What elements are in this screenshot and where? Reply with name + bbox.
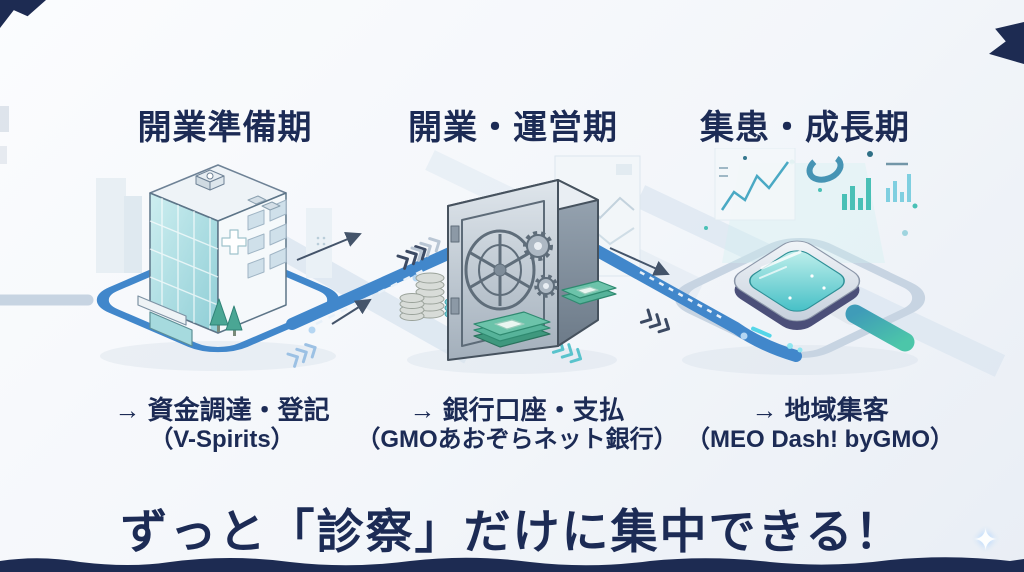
clinic-building-illustration	[137, 164, 287, 347]
journey-illustration	[0, 148, 1006, 377]
magnifier-icon	[733, 240, 915, 353]
background-ribbons	[224, 150, 1006, 377]
top-left-corner-decoration	[0, 0, 46, 28]
top-right-corner-decoration	[989, 22, 1024, 64]
magnifier-analytics-illustration	[704, 148, 918, 353]
stage-caption-preparation: → 資金調達・登記 （V-Spirits）	[62, 394, 382, 454]
bottom-wave-decoration	[0, 557, 1024, 572]
caption-brand: （MEO Dash! byGMO）	[685, 426, 955, 453]
caption-brand: （V-Spirits）	[149, 426, 295, 453]
main-headline: ずっと「診察」だけに集中できる！	[120, 505, 904, 558]
caption-brand: （GMOあおぞらネット銀行）	[356, 426, 678, 453]
stage-caption-operation: → 銀行口座・支払 （GMOあおぞらネット銀行）	[347, 394, 687, 454]
tree-icon	[209, 298, 243, 336]
ground-shadows	[100, 341, 918, 375]
medical-cross-icon	[221, 229, 247, 255]
journey-road	[0, 237, 926, 362]
stage-title-growth: 集患・成長期	[700, 109, 910, 147]
cash-bundles	[473, 280, 617, 348]
gear-icon	[523, 231, 558, 298]
left-edge-decoration	[0, 146, 7, 164]
floating-charts	[704, 148, 918, 236]
ghost-buildings	[96, 155, 641, 278]
bank-safe-illustration	[399, 179, 617, 361]
coin-stacks	[399, 272, 468, 321]
stage-title-operation: 開業・運営期	[408, 109, 618, 147]
caption-service: → 地域集客	[751, 395, 889, 425]
stage-caption-growth: → 地域集客 （MEO Dash! byGMO）	[655, 394, 985, 454]
stage-title-preparation: 開業準備期	[137, 109, 313, 147]
safe-dial	[464, 229, 536, 311]
sparkle-icon: ✦	[973, 524, 999, 557]
caption-service: → 資金調達・登記	[114, 395, 330, 425]
flow-arrows	[286, 159, 795, 368]
caption-service: → 銀行口座・支払	[409, 395, 625, 425]
left-edge-decoration	[0, 106, 9, 132]
